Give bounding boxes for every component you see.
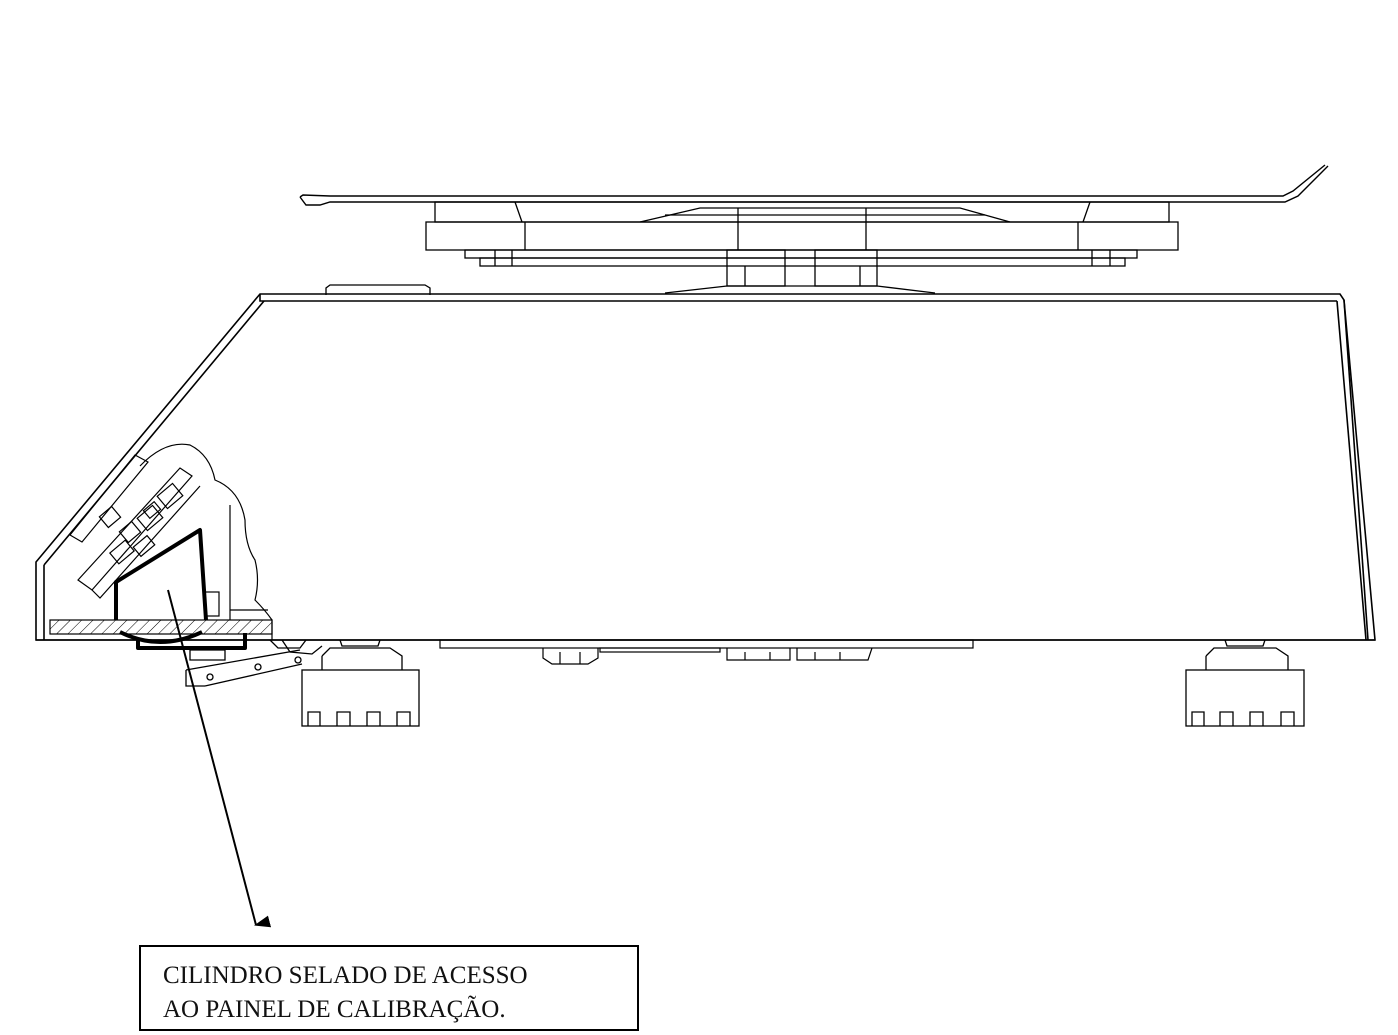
seal-latch (185, 639, 323, 687)
base-plate (439, 639, 974, 665)
weighing-platter (299, 164, 1329, 206)
platter-support-frame (425, 201, 1179, 294)
callout-line-2: AO PAINEL DE CALIBRAÇÃO. (163, 996, 506, 1023)
left-foot (301, 639, 420, 727)
cutaway-section (49, 443, 273, 640)
right-foot (1185, 639, 1305, 727)
top-key (325, 284, 431, 295)
callout-line-1: CILINDRO SELADO DE ACESSO (163, 962, 528, 989)
callout-leader-arrow (167, 589, 272, 928)
sealed-cylinder (114, 528, 247, 650)
scale-housing (35, 293, 1376, 641)
callout-label-box: CILINDRO SELADO DE ACESSO AO PAINEL DE C… (139, 945, 639, 1031)
